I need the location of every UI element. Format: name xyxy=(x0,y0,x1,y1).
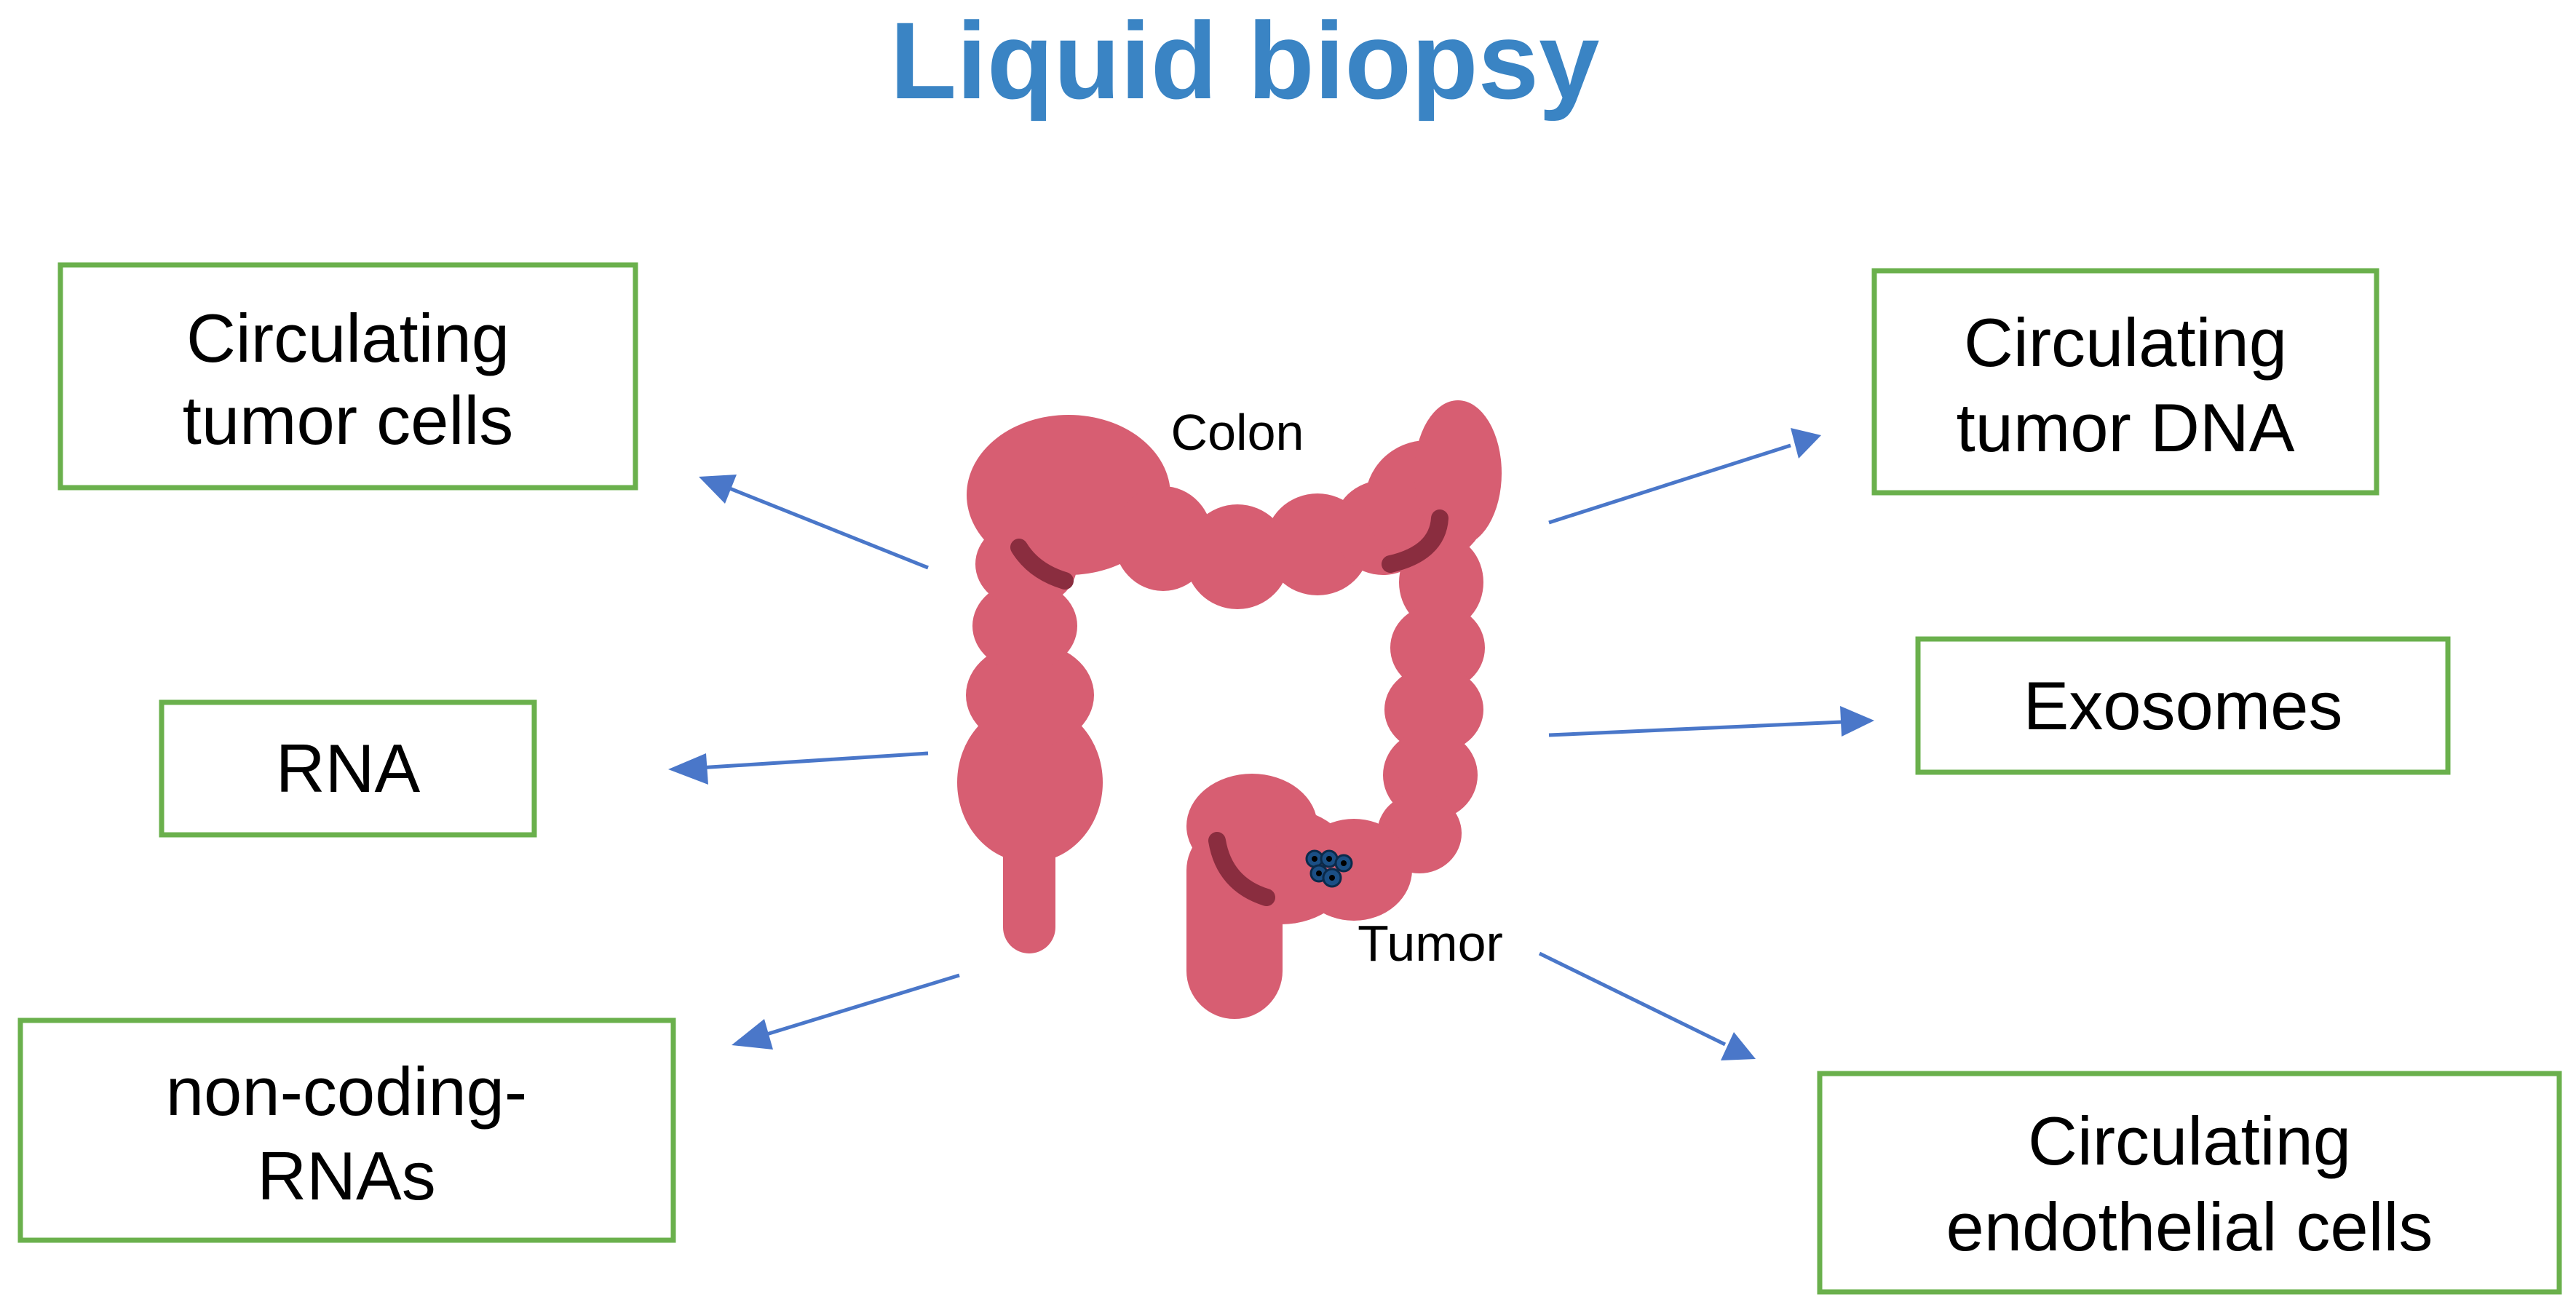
box-rna-line1: RNA xyxy=(276,730,421,806)
arrow-to-circulating-tumor-cells xyxy=(699,475,929,570)
box-circulating-endothelial-cells-line2: endothelial cells xyxy=(1946,1189,2433,1265)
box-circulating-endothelial-cells: Circulating endothelial cells xyxy=(1817,1071,2562,1295)
colon-fold xyxy=(1382,509,1448,573)
colon-fold xyxy=(1208,832,1275,906)
diagram-title: Liquid biopsy xyxy=(890,0,1600,122)
box-circulating-tumor-dna-line1: Circulating xyxy=(1964,304,2287,381)
box-non-coding-rnas-line2: RNAs xyxy=(257,1138,435,1214)
box-exosomes-line1: Exosomes xyxy=(2024,667,2343,744)
arrow-to-rna xyxy=(668,751,929,785)
box-non-coding-rnas: non-coding- RNAs xyxy=(17,1018,676,1243)
colon-label: Colon xyxy=(1171,404,1304,461)
box-exosomes: Exosomes xyxy=(1915,636,2451,775)
box-circulating-tumor-cells-line2: tumor cells xyxy=(183,382,513,459)
arrow-to-exosomes xyxy=(1548,706,1874,737)
colon-fold xyxy=(1010,539,1074,590)
box-circulating-endothelial-cells-line1: Circulating xyxy=(2028,1103,2351,1179)
box-rna: RNA xyxy=(159,699,537,838)
colon-illustration xyxy=(957,400,1502,1019)
tumor-label: Tumor xyxy=(1358,915,1503,972)
arrow-to-non-coding-rnas xyxy=(732,973,960,1050)
arrow-to-circulating-endothelial-cells xyxy=(1538,951,1756,1060)
arrow-to-circulating-tumor-dna xyxy=(1548,428,1821,525)
box-circulating-tumor-cells: Circulating tumor cells xyxy=(58,262,638,491)
box-circulating-tumor-dna: Circulating tumor DNA xyxy=(1871,268,2379,496)
box-non-coding-rnas-line1: non-coding- xyxy=(166,1053,527,1130)
box-circulating-tumor-cells-line1: Circulating xyxy=(186,300,510,376)
box-circulating-tumor-dna-line2: tumor DNA xyxy=(1957,389,2295,466)
tumor-cells xyxy=(1305,849,1353,888)
